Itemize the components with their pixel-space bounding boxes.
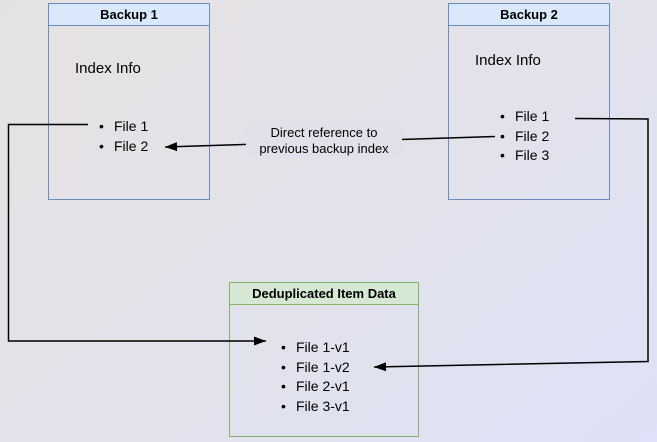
- list-item: File 1-v1: [281, 338, 350, 358]
- dedup-box: Deduplicated Item Data File 1-v1 File 1-…: [229, 282, 419, 437]
- dedup-title: Deduplicated Item Data: [230, 283, 418, 305]
- backup2-file-list: File 1 File 2 File 3: [500, 107, 549, 166]
- backup2-title: Backup 2: [449, 4, 609, 26]
- list-item: File 1: [500, 107, 549, 127]
- list-item: File 2: [500, 127, 549, 147]
- backup1-file-list: File 1 File 2: [99, 116, 148, 156]
- dedup-file-list: File 1-v1 File 1-v2 File 2-v1 File 3-v1: [281, 338, 350, 416]
- backup2-subtitle: Index Info: [475, 52, 541, 69]
- list-item: File 3: [500, 146, 549, 166]
- backup1-box: Backup 1 Index Info File 1 File 2: [48, 3, 210, 200]
- list-item: File 1: [99, 116, 148, 136]
- list-item: File 3-v1: [281, 397, 350, 417]
- list-item: File 1-v2: [281, 358, 350, 378]
- edge-label-line1: Direct reference to: [270, 125, 378, 140]
- edge-label: Direct reference to previous backup inde…: [246, 125, 402, 157]
- edge-label-line2: previous backup index: [259, 141, 389, 156]
- backup1-subtitle: Index Info: [75, 60, 141, 77]
- list-item: File 2-v1: [281, 377, 350, 397]
- backup2-box: Backup 2 Index Info File 1 File 2 File 3: [448, 3, 610, 200]
- list-item: File 2: [99, 136, 148, 156]
- backup1-title: Backup 1: [49, 4, 209, 26]
